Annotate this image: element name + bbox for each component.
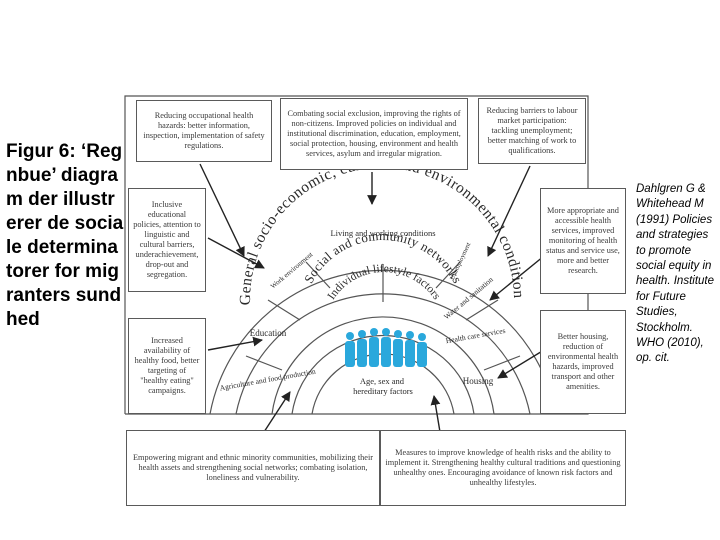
arrow-bottom-right (430, 395, 441, 433)
box-social-exclusion: Combating social exclusion, improving th… (280, 98, 468, 170)
sector-health-care: Health care services (445, 326, 506, 345)
box-health-services: More appropriate and accessible health s… (540, 188, 626, 294)
people-icon (345, 328, 427, 367)
box-housing-environment: Better housing, reduction of environment… (540, 310, 626, 414)
arrows (199, 163, 545, 433)
box-occupational-hazards: Reducing occupational health hazards: be… (136, 100, 272, 162)
arrow-top-right (487, 165, 531, 257)
box-labour-market: Reducing barriers to labour market parti… (478, 98, 586, 164)
arrow-bottom-left (263, 391, 291, 433)
box-education-policies: Inclusive educational policies, attentio… (128, 188, 206, 292)
core-label: Age, sex and hereditary factors (353, 376, 413, 396)
arrow-left-upper (207, 237, 265, 269)
box-community-empowerment: Empowering migrant and ethnic minority c… (126, 430, 380, 506)
arrow-right-lower (497, 349, 545, 379)
sector-education: Education (250, 328, 287, 338)
box-health-knowledge: Measures to improve knowledge of health … (380, 430, 626, 506)
box-healthy-food: Increased availability of healthy food, … (128, 318, 206, 414)
arrow-right-upper (489, 255, 545, 301)
inner-arc-label: Individual lifestyle factors (326, 263, 443, 302)
rainbow-frame (124, 95, 589, 415)
sector-housing: Housing (463, 376, 494, 386)
source-citation: Dahlgren G & Whitehead M (1991) Policies… (636, 183, 714, 365)
arrow-top-left (199, 163, 245, 257)
sector-living-working: Living and working conditions (330, 228, 435, 238)
arrow-left-lower (207, 336, 263, 351)
figure-caption: Figur 6: ‘Regnbue’ diagram der illustrer… (6, 141, 124, 330)
sector-agriculture: Agriculture and food production (219, 367, 317, 393)
